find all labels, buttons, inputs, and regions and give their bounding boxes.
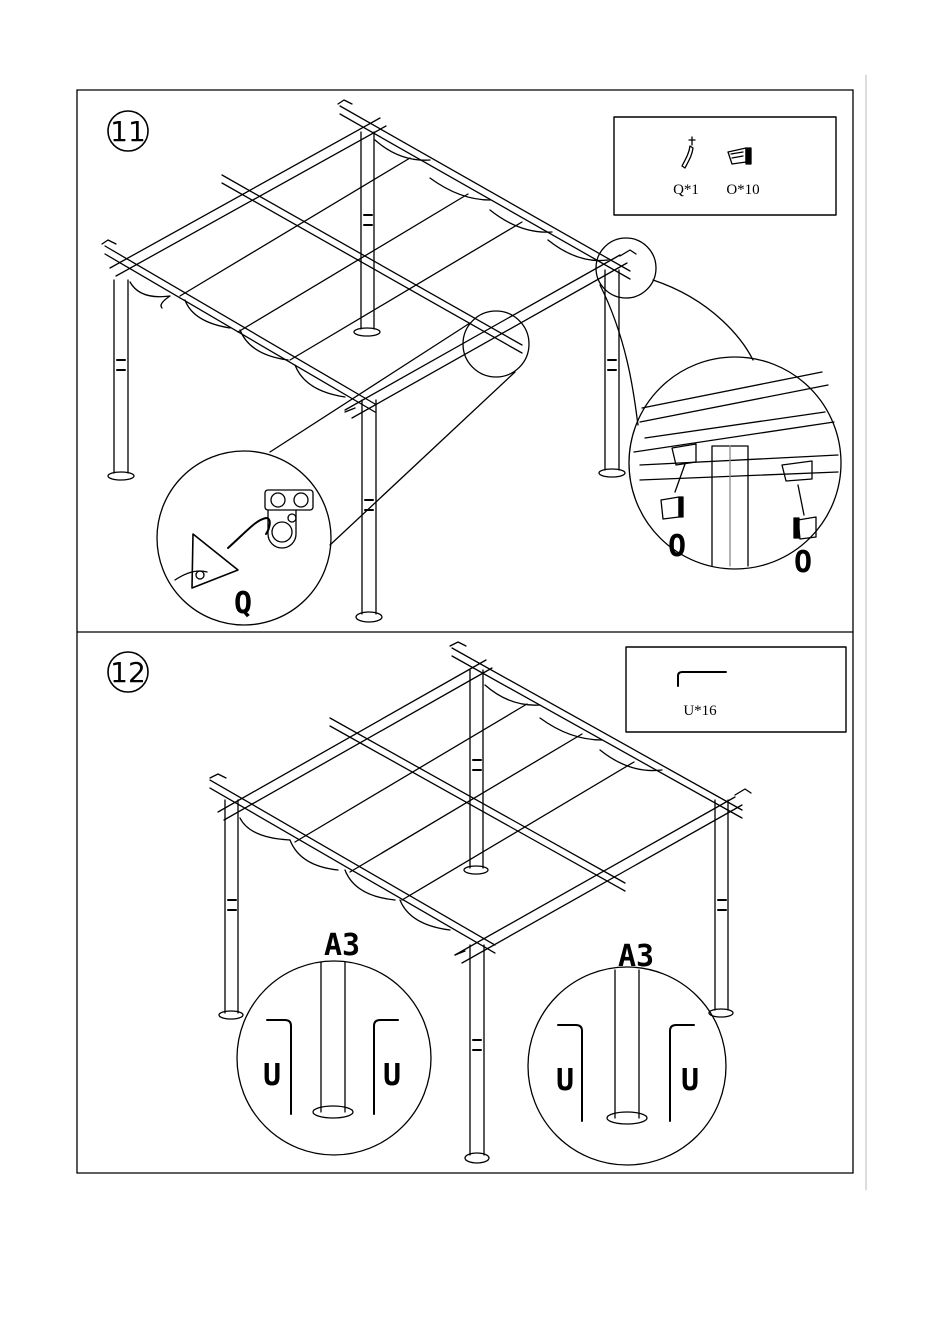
step11-number-badge: 11 [108,111,148,151]
step11-parts-box: Q*1 O*10 [614,117,836,215]
bracket-clip-icon [728,148,751,164]
pulley-roller-icon [265,490,313,548]
step11-detail-o: O O [596,238,841,580]
page-frame [77,75,866,1190]
step12-number-badge: 12 [108,652,148,692]
step12-right-stake-label-right: U [681,1063,699,1098]
step12-number: 12 [110,656,146,689]
step12-left-post-label: A3 [324,928,360,963]
pergola-post [108,280,134,480]
rope-hook-icon [682,137,695,168]
pergola-post [354,132,380,336]
bracket-clip-icon [661,497,683,519]
step12-part-label-u: U*16 [683,703,717,719]
step12-right-post-label: A3 [618,939,654,974]
pergola-post [464,670,488,874]
step12-left-stake-label-left: U [263,1058,281,1093]
pergola-post [599,270,625,477]
step12-panel: 12 U*16 [108,642,846,1165]
step11-panel: 11 Q*1 O*10 [102,100,841,625]
step11-part-label-q: Q*1 [673,182,699,198]
step11-pergola [102,100,636,622]
step12-right-stake-label-left: U [556,1063,574,1098]
ground-stake-icon [678,672,726,686]
step11-part-label-o: O*10 [726,182,759,198]
step12-detail-left: A3 U U [237,928,431,1155]
step12-parts-box: U*16 [626,647,846,732]
step11-detail-q: Q [157,311,529,625]
step11-callout-q: Q [234,586,252,621]
step11-callout-o-right: O [794,545,812,580]
step12-detail-right: A3 U U [528,939,726,1165]
pergola-post [465,945,489,1163]
pergola-post [709,800,733,1017]
step11-number: 11 [110,115,146,148]
step12-left-stake-label-right: U [383,1058,401,1093]
step11-callout-o-left: O [668,529,686,564]
